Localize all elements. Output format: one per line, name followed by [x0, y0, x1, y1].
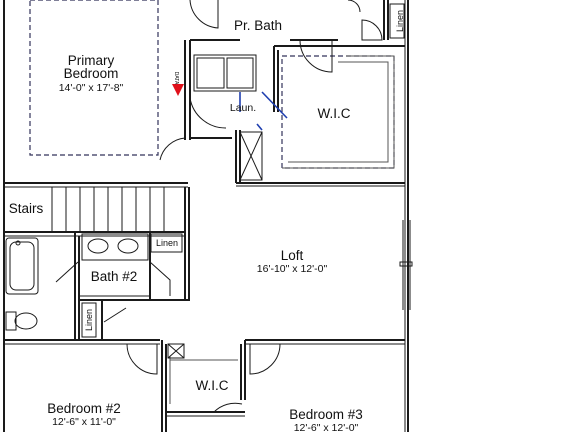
- primary-bedroom-name-line2: Bedroom: [64, 66, 119, 81]
- marker-text: DATA: [173, 72, 179, 85]
- stair-treads: [51, 187, 165, 232]
- bedroom-3-name: Bedroom #3: [289, 407, 363, 422]
- triangle-marker-icon: [172, 84, 184, 96]
- linen-top-name: Linen: [156, 238, 178, 248]
- stairs-name: Stairs: [9, 201, 44, 216]
- laundry-door-highlight: [239, 91, 288, 131]
- laundry-name: Laun.: [230, 102, 256, 114]
- bedroom-2-dimensions: 12'-6" x 11'-0": [52, 416, 116, 428]
- wic-shelving: [169, 55, 395, 404]
- loft-dimensions: 16'-10" x 12'-0": [257, 263, 328, 275]
- primary-bedroom-name-line1: Primary: [68, 53, 115, 68]
- bath-2-name: Bath #2: [91, 269, 138, 284]
- wic-lower-name: W.I.C: [196, 378, 229, 393]
- primary-bath-name: Pr. Bath: [234, 18, 282, 33]
- linen-hall-name: Linen: [84, 309, 94, 331]
- linen-bath-name: Linen: [395, 10, 405, 32]
- loft-name: Loft: [281, 248, 304, 263]
- room-labels: Primary Bedroom 14'-0" x 17'-8" Pr. Bath…: [9, 10, 405, 432]
- primary-bedroom-dimensions: 14'-0" x 17'-8": [59, 82, 124, 94]
- wic-primary-name: W.I.C: [318, 106, 351, 121]
- bedroom-2-name: Bedroom #2: [47, 401, 121, 416]
- data-marker: DATA: [172, 72, 184, 96]
- linen-boxes: [81, 3, 405, 338]
- bedroom-3-dimensions: 12'-6" x 12'-0": [294, 422, 359, 432]
- walls: [3, 0, 409, 432]
- fixtures: [5, 54, 413, 359]
- door-swings: [55, 0, 383, 413]
